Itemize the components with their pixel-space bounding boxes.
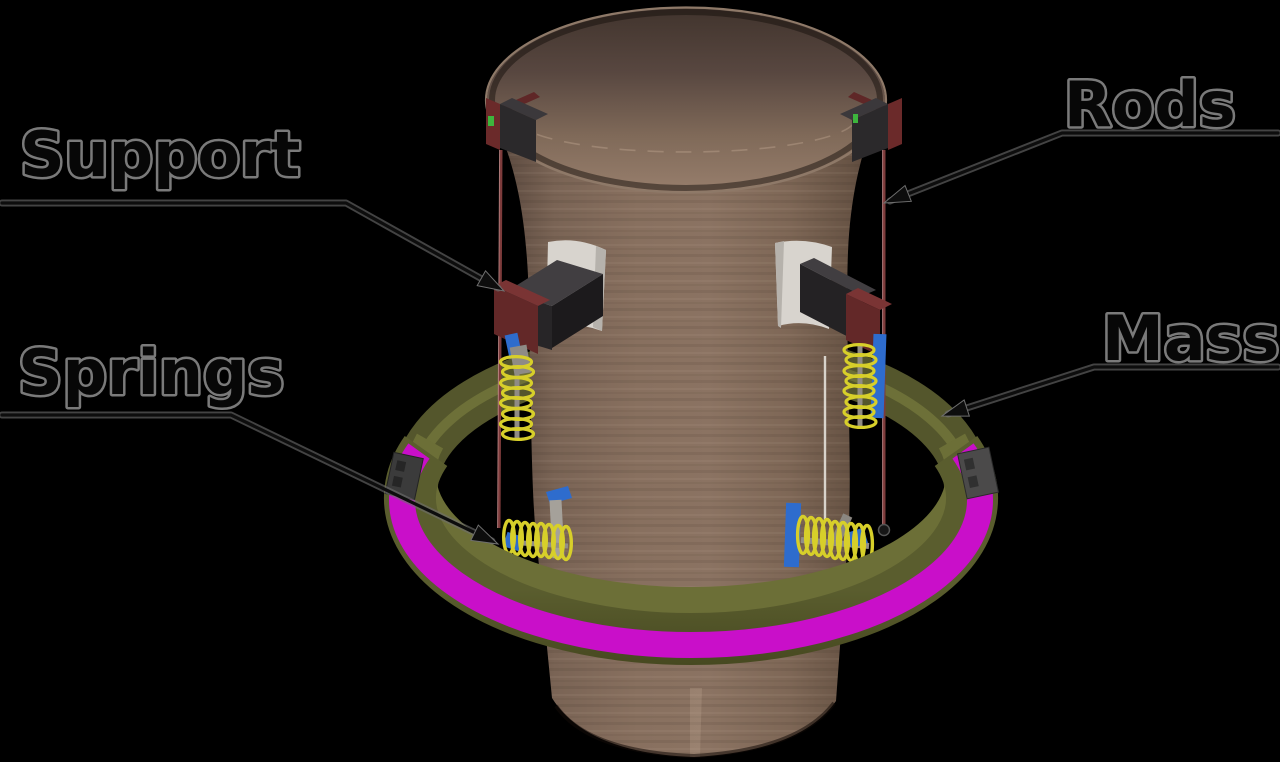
springs-leader-line	[0, 413, 494, 543]
rods-arrowhead	[882, 184, 913, 204]
bracket-maroon-plate	[888, 98, 902, 150]
support-leader-line	[0, 201, 500, 290]
spring-upper-left	[498, 332, 536, 442]
bracket-green-fitting	[488, 116, 494, 126]
rod-end-eye	[877, 523, 891, 537]
bracket-box-front	[500, 104, 536, 162]
rod-left	[497, 149, 503, 529]
cylinder-inner-lip	[515, 117, 857, 153]
wall-plate-shade	[775, 241, 784, 328]
rod-left-line	[497, 149, 503, 529]
support-right	[775, 240, 892, 356]
cylinder-highlight-streak	[690, 688, 702, 757]
cylinder-bottom-edge	[554, 701, 836, 759]
support-maroon-plate	[846, 294, 880, 356]
spring-blue-bracket	[783, 502, 802, 568]
support-maroon-top	[494, 280, 550, 306]
ring-plate-right	[956, 446, 1000, 500]
label-rods: Rods	[1064, 68, 1236, 141]
bracket-box-top	[840, 98, 888, 120]
spring-upper-right	[842, 333, 887, 430]
rods-leader-line	[888, 131, 1280, 203]
plate-slot	[963, 457, 976, 471]
bracket-box-front	[852, 104, 888, 162]
support-maroon-top	[846, 288, 892, 310]
plate-slot	[391, 475, 403, 488]
label-support: Support	[20, 118, 300, 191]
leader-mass	[940, 363, 1280, 418]
rod-left-highlight	[497, 149, 501, 529]
support-arrowhead	[476, 269, 506, 292]
label-mass: Mass	[1102, 302, 1279, 375]
top-bracket-right	[840, 92, 902, 162]
label-springs: Springs	[18, 336, 284, 409]
leader-springs	[0, 411, 500, 545]
bracket-green-fitting	[853, 114, 858, 123]
leader-rods	[882, 129, 1280, 205]
mass-leader-line	[946, 365, 1280, 416]
ring-magenta-stripe	[389, 443, 993, 659]
springs-arrowhead	[470, 524, 500, 545]
cylinder-opening	[487, 8, 885, 192]
spring-lower-left	[502, 486, 574, 562]
top-bracket-left	[486, 92, 548, 162]
plate-slot	[967, 475, 979, 489]
spring-blue-bracket-top	[546, 486, 572, 504]
ring-plate-left	[384, 451, 424, 501]
bracket-box-top	[500, 98, 548, 120]
spring-blue-bracket	[870, 333, 887, 419]
mass-arrowhead	[940, 399, 971, 417]
leader-support	[0, 199, 506, 292]
support-box-top	[800, 258, 876, 296]
spring-lower-right	[783, 502, 875, 568]
support-box-side	[552, 274, 603, 348]
plate-slot	[395, 460, 407, 472]
